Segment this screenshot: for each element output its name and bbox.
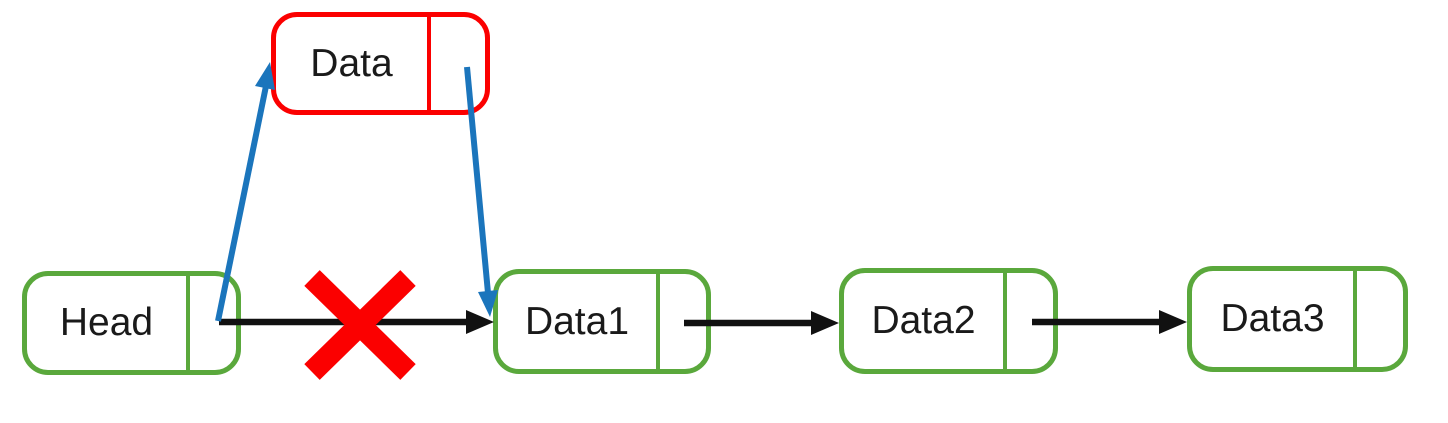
node-data1: Data1: [493, 269, 711, 374]
node-data2-label: Data2: [871, 299, 976, 342]
node-data1-label: Data1: [524, 299, 630, 343]
edge-head-to-data1-arrowhead-icon: [466, 310, 494, 334]
node-head: Head: [22, 271, 241, 375]
edge-head-to-data1: [219, 310, 494, 334]
node-data3: Data3: [1187, 266, 1408, 372]
node-data3-data-cell: Data3: [1192, 271, 1357, 367]
node-new-data-label: Data: [310, 41, 393, 85]
red-cross-stroke-2: [304, 270, 416, 380]
edge-data2-to-data3-arrowhead-icon: [1159, 310, 1187, 334]
edge-data1-to-data2-arrowhead-icon: [811, 311, 839, 335]
node-head-data-cell: Head: [27, 276, 190, 370]
node-head-pointer-cell: [190, 276, 236, 370]
node-new-data-cell: Data: [276, 17, 431, 110]
node-data1-pointer-cell: [660, 274, 706, 369]
node-data3-pointer-cell: [1357, 271, 1403, 367]
node-data2-data-cell: Data2: [844, 273, 1007, 369]
red-cross-icon: [304, 270, 416, 380]
node-new-data-pointer-cell: [431, 17, 485, 110]
node-data3-label: Data3: [1220, 297, 1325, 340]
node-data1-data-cell: Data1: [498, 274, 660, 369]
node-data2-pointer-cell: [1007, 273, 1053, 369]
red-cross-stroke-1: [304, 270, 416, 380]
node-data2: Data2: [839, 268, 1058, 374]
node-new-data: Data: [271, 12, 490, 115]
node-head-label: Head: [59, 301, 154, 344]
